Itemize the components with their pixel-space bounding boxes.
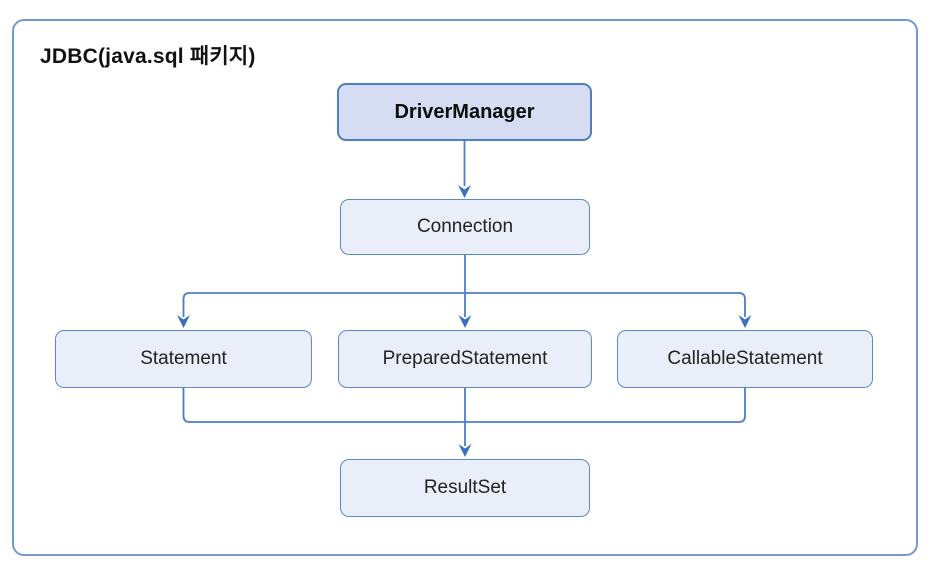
node-statement: Statement [55,330,312,388]
diagram-title: JDBC(java.sql 패키지) [40,45,256,68]
node-statement-label: Statement [140,348,227,369]
node-preparedstatement-label: PreparedStatement [382,348,548,369]
node-callablestatement: CallableStatement [617,330,873,388]
node-connection: Connection [340,199,590,255]
node-resultset: ResultSet [340,459,590,517]
node-drivermanager: DriverManager [337,83,592,141]
node-connection-label: Connection [416,216,514,237]
node-preparedstatement: PreparedStatement [338,330,592,388]
node-drivermanager-label: DriverManager [394,100,535,123]
node-resultset-label: ResultSet [423,477,507,498]
node-callablestatement-label: CallableStatement [667,348,823,369]
